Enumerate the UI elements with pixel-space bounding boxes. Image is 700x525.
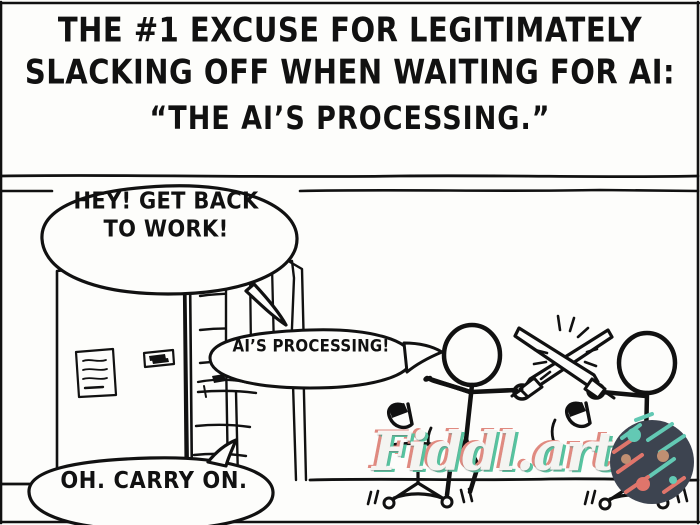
speech-bubble-boss-shout	[40, 184, 299, 327]
office-chair-left	[366, 402, 474, 510]
crossed-swords	[510, 314, 616, 400]
motion-swoosh-left	[426, 426, 436, 458]
door-nameplate	[142, 348, 176, 369]
wall-note	[74, 347, 118, 399]
stick-figure-left	[423, 322, 532, 498]
motion-swoosh-mid	[550, 418, 560, 450]
speech-bubble-employee	[208, 328, 444, 390]
back-wall-line	[0, 188, 700, 193]
speech-bubble-boss-accept	[27, 438, 275, 525]
caption-divider-line	[0, 174, 700, 179]
fiddl-circle-badge	[610, 412, 694, 504]
